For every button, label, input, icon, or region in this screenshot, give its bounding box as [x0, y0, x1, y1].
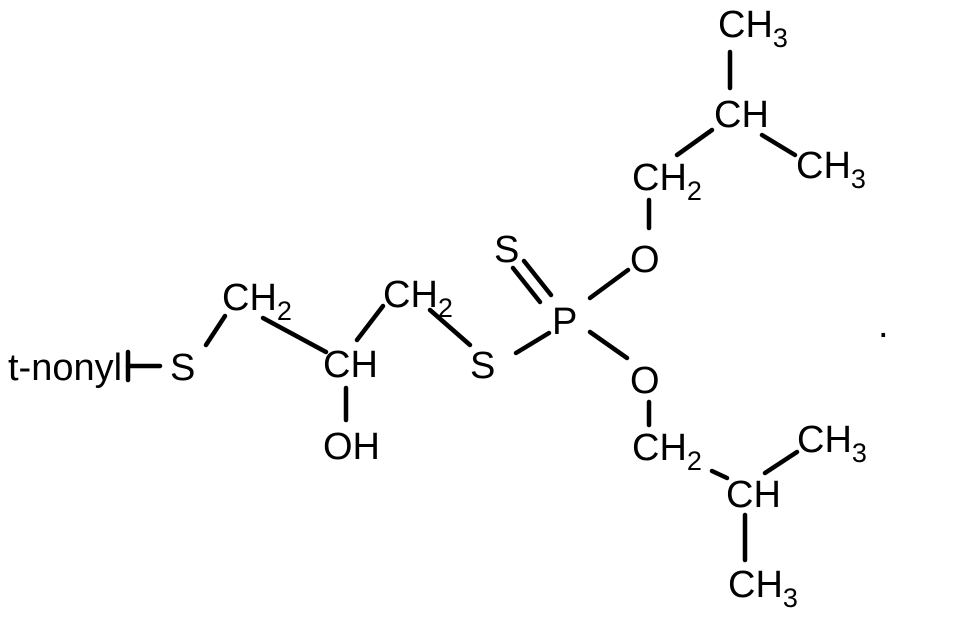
label-ch-low: CH [726, 474, 781, 516]
label-o-low: O [630, 360, 660, 402]
period: . [878, 304, 889, 346]
bond-ch-ch3-right-low [765, 452, 797, 473]
label-o-up: O [630, 239, 660, 281]
bond-ch2-ch-up [677, 130, 712, 155]
label-ch3-up-top: CH3 [718, 4, 788, 53]
label-t-nonyl: t-nonyl [8, 347, 122, 389]
label-ch2-low: CH2 [632, 427, 702, 476]
bond-ch2-ch [263, 318, 326, 352]
label-ch-mid: CH [323, 344, 378, 386]
label-s1: S [170, 347, 195, 389]
bond-ch-ch2 [357, 306, 383, 340]
label-s2: S [470, 345, 495, 387]
label-ch3-up-right: CH3 [796, 145, 866, 194]
bond-s-p [516, 333, 549, 353]
label-ch3-low-bottom: CH3 [728, 564, 798, 613]
bond-s-ch2 [206, 316, 225, 345]
label-p: P [552, 301, 577, 343]
label-ch3-low-right: CH3 [797, 419, 867, 468]
label-ch2-up: CH2 [632, 157, 702, 206]
bond-p-o-low [590, 332, 627, 358]
label-s-top: S [494, 229, 519, 271]
bond-p-o-up [590, 270, 628, 298]
label-ch-up: CH [714, 94, 769, 136]
label-oh: OH [323, 426, 380, 468]
bond-ch2-ch-low [712, 471, 727, 478]
label-ch2-b: CH2 [383, 274, 453, 323]
label-ch2-a: CH2 [222, 277, 292, 326]
bond-ch-ch3-right [762, 135, 795, 155]
